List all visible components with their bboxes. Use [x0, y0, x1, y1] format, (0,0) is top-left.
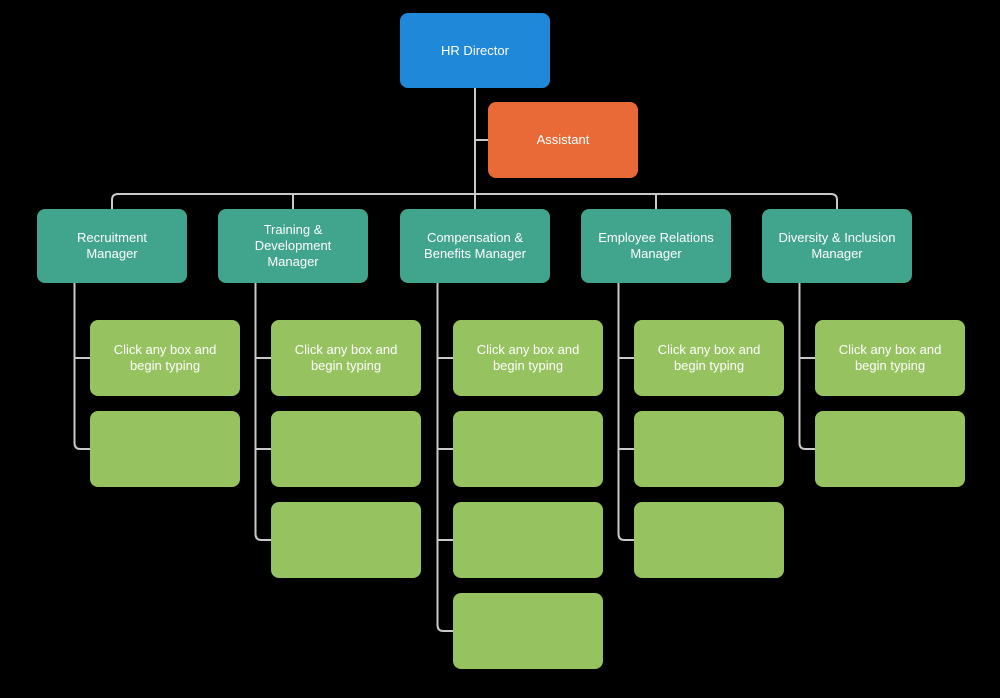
org-node-staff-4-0[interactable]: Click any box and begin typing — [815, 320, 965, 396]
org-node-staff-0-1[interactable] — [90, 411, 240, 487]
org-node-staff-1-2[interactable] — [271, 502, 421, 578]
org-node-staff-2-3[interactable] — [453, 593, 603, 669]
org-node-staff-0-0[interactable]: Click any box and begin typing — [90, 320, 240, 396]
org-node-staff-1-1[interactable] — [271, 411, 421, 487]
org-node-manager-2[interactable]: Compensation & Benefits Manager — [400, 209, 550, 283]
org-node-staff-3-1[interactable] — [634, 411, 784, 487]
org-node-staff-3-2[interactable] — [634, 502, 784, 578]
org-node-staff-4-1[interactable] — [815, 411, 965, 487]
org-node-manager-0[interactable]: Recruitment Manager — [37, 209, 187, 283]
org-node-hr-director[interactable]: HR Director — [400, 13, 550, 88]
org-node-manager-1[interactable]: Training & Development Manager — [218, 209, 368, 283]
org-node-manager-4[interactable]: Diversity & Inclusion Manager — [762, 209, 912, 283]
org-node-assistant[interactable]: Assistant — [488, 102, 638, 178]
org-node-staff-1-0[interactable]: Click any box and begin typing — [271, 320, 421, 396]
org-node-staff-2-2[interactable] — [453, 502, 603, 578]
org-node-staff-3-0[interactable]: Click any box and begin typing — [634, 320, 784, 396]
org-node-staff-2-0[interactable]: Click any box and begin typing — [453, 320, 603, 396]
org-node-manager-3[interactable]: Employee Relations Manager — [581, 209, 731, 283]
org-node-staff-2-1[interactable] — [453, 411, 603, 487]
